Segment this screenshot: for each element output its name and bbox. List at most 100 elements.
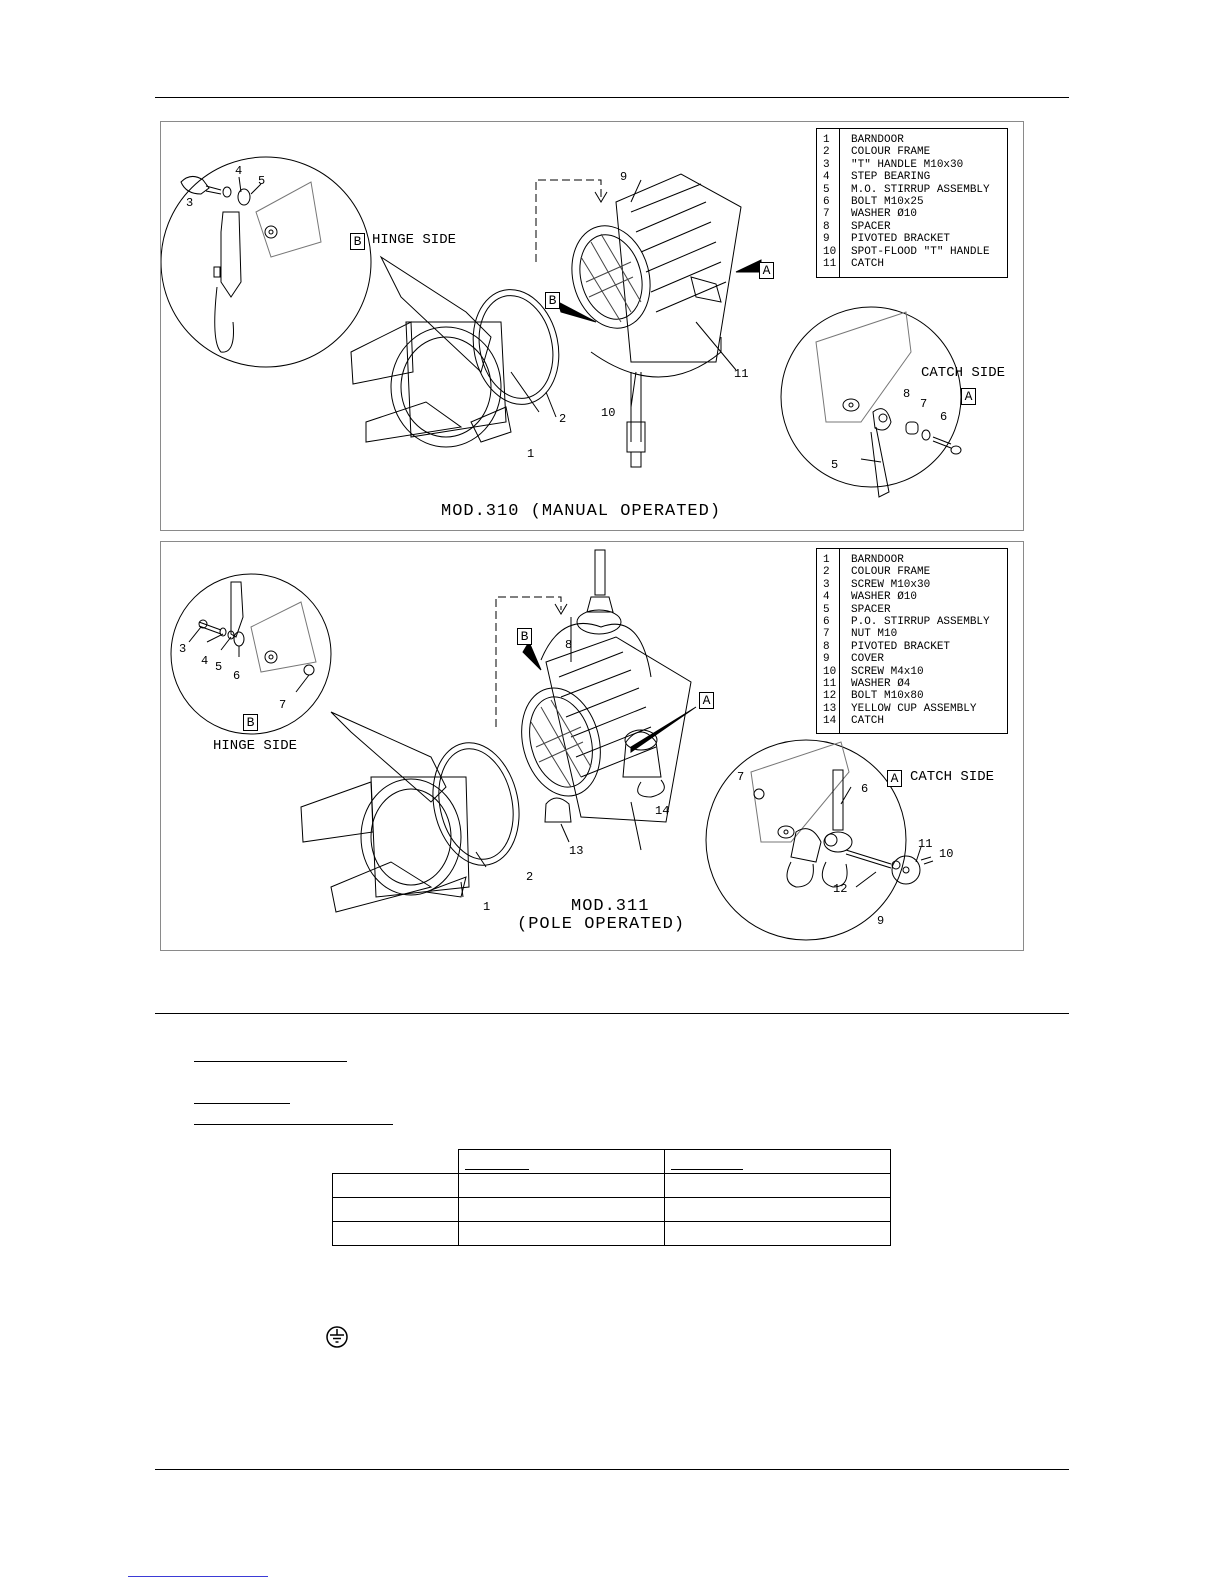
heading-underline-2 <box>194 1103 290 1104</box>
mod311-hinge-side-label: HINGE SIDE <box>213 738 298 754</box>
mod311-callout-7-catch: 7 <box>737 770 745 784</box>
mod311-title-line1: MOD.311 <box>571 897 650 916</box>
spec-table-row <box>332 1173 891 1198</box>
spec-table-cell <box>457 1197 665 1222</box>
mod311-callout-11: 11 <box>918 837 933 851</box>
spec-table-cell <box>663 1197 891 1222</box>
spec-table-cell <box>663 1149 891 1174</box>
mod310-callout-4: 4 <box>235 164 243 178</box>
section-rule <box>155 1013 1069 1014</box>
legend-divider <box>839 549 840 733</box>
spec-table <box>332 1149 891 1246</box>
mod310-callout-10: 10 <box>601 406 616 420</box>
mod310-callout-5: 5 <box>258 174 266 188</box>
mod310-title: MOD.310 (MANUAL OPERATED) <box>441 502 722 521</box>
heading-underline-3 <box>194 1124 393 1125</box>
mod310-callout-2: 2 <box>559 412 567 426</box>
mod311-callout-6-catch: 6 <box>861 782 869 796</box>
mod311-catch-side-label: CATCH SIDE <box>910 769 995 785</box>
mod311-callout-8: 8 <box>565 638 573 652</box>
mod311-box-a-catch: A <box>887 770 902 787</box>
spec-table-cell <box>457 1173 665 1198</box>
mod311-box-b-hinge: B <box>243 714 258 731</box>
legend-divider <box>839 129 840 277</box>
mod311-callout-13: 13 <box>569 844 584 858</box>
mod310-callout-1: 1 <box>527 447 535 461</box>
mod311-callout-3: 3 <box>179 642 187 656</box>
spec-table-cell <box>332 1197 459 1222</box>
mod311-callout-5: 5 <box>215 660 223 674</box>
footer-link-underline[interactable] <box>128 1576 268 1577</box>
spec-table-cell <box>332 1149 459 1174</box>
mod311-callout-14: 14 <box>655 804 670 818</box>
mod310-box-a-lamp: A <box>759 262 774 279</box>
mod310-box-b-hinge: B <box>350 233 365 250</box>
mod311-drawing <box>170 549 934 941</box>
spec-table-row <box>332 1197 891 1222</box>
column-underline <box>670 1169 743 1170</box>
mod311-callout-7: 7 <box>279 698 287 712</box>
mod310-callout-5-catch: 5 <box>831 458 839 472</box>
mod311-callout-9: 9 <box>877 914 885 928</box>
spec-table-cell <box>457 1221 665 1246</box>
mod311-box-a-lamp: A <box>699 692 714 709</box>
spec-table-cell <box>663 1173 891 1198</box>
mod310-catch-side-label: CATCH SIDE <box>921 365 1006 381</box>
mod310-box-b-lamp: B <box>545 292 560 309</box>
spec-table-cell <box>457 1149 665 1174</box>
footer-rule <box>155 1469 1069 1470</box>
mod310-drawing <box>161 156 962 498</box>
spec-table-cell <box>332 1221 459 1246</box>
mod310-hinge-side-label: HINGE SIDE <box>372 232 457 248</box>
mod311-callout-2: 2 <box>526 870 534 884</box>
mod310-callout-3: 3 <box>186 196 194 210</box>
legend-row: 3"T" HANDLE M10x30 <box>823 158 964 171</box>
mod310-callout-11: 11 <box>734 367 749 381</box>
mod311-title-line2: (POLE OPERATED) <box>517 915 686 934</box>
spec-table-cell <box>332 1173 459 1198</box>
mod311-callout-4: 4 <box>201 654 209 668</box>
column-underline <box>464 1169 529 1170</box>
mod310-callout-6: 6 <box>940 410 948 424</box>
mod310-callout-8: 8 <box>903 387 911 401</box>
mod310-callout-9: 9 <box>620 170 628 184</box>
mod311-box-b-lamp: B <box>517 628 532 645</box>
spec-table-row <box>332 1221 891 1246</box>
spec-table-cell <box>663 1221 891 1246</box>
header-rule <box>155 97 1069 98</box>
spec-table-header-row <box>332 1149 891 1174</box>
mod310-box-a-catch: A <box>961 388 976 405</box>
mod310-callout-7: 7 <box>920 397 928 411</box>
ground-symbol-icon <box>326 1326 348 1348</box>
mod311-callout-1: 1 <box>483 900 491 914</box>
heading-underline-1 <box>194 1061 347 1062</box>
mod311-callout-6: 6 <box>233 669 241 683</box>
